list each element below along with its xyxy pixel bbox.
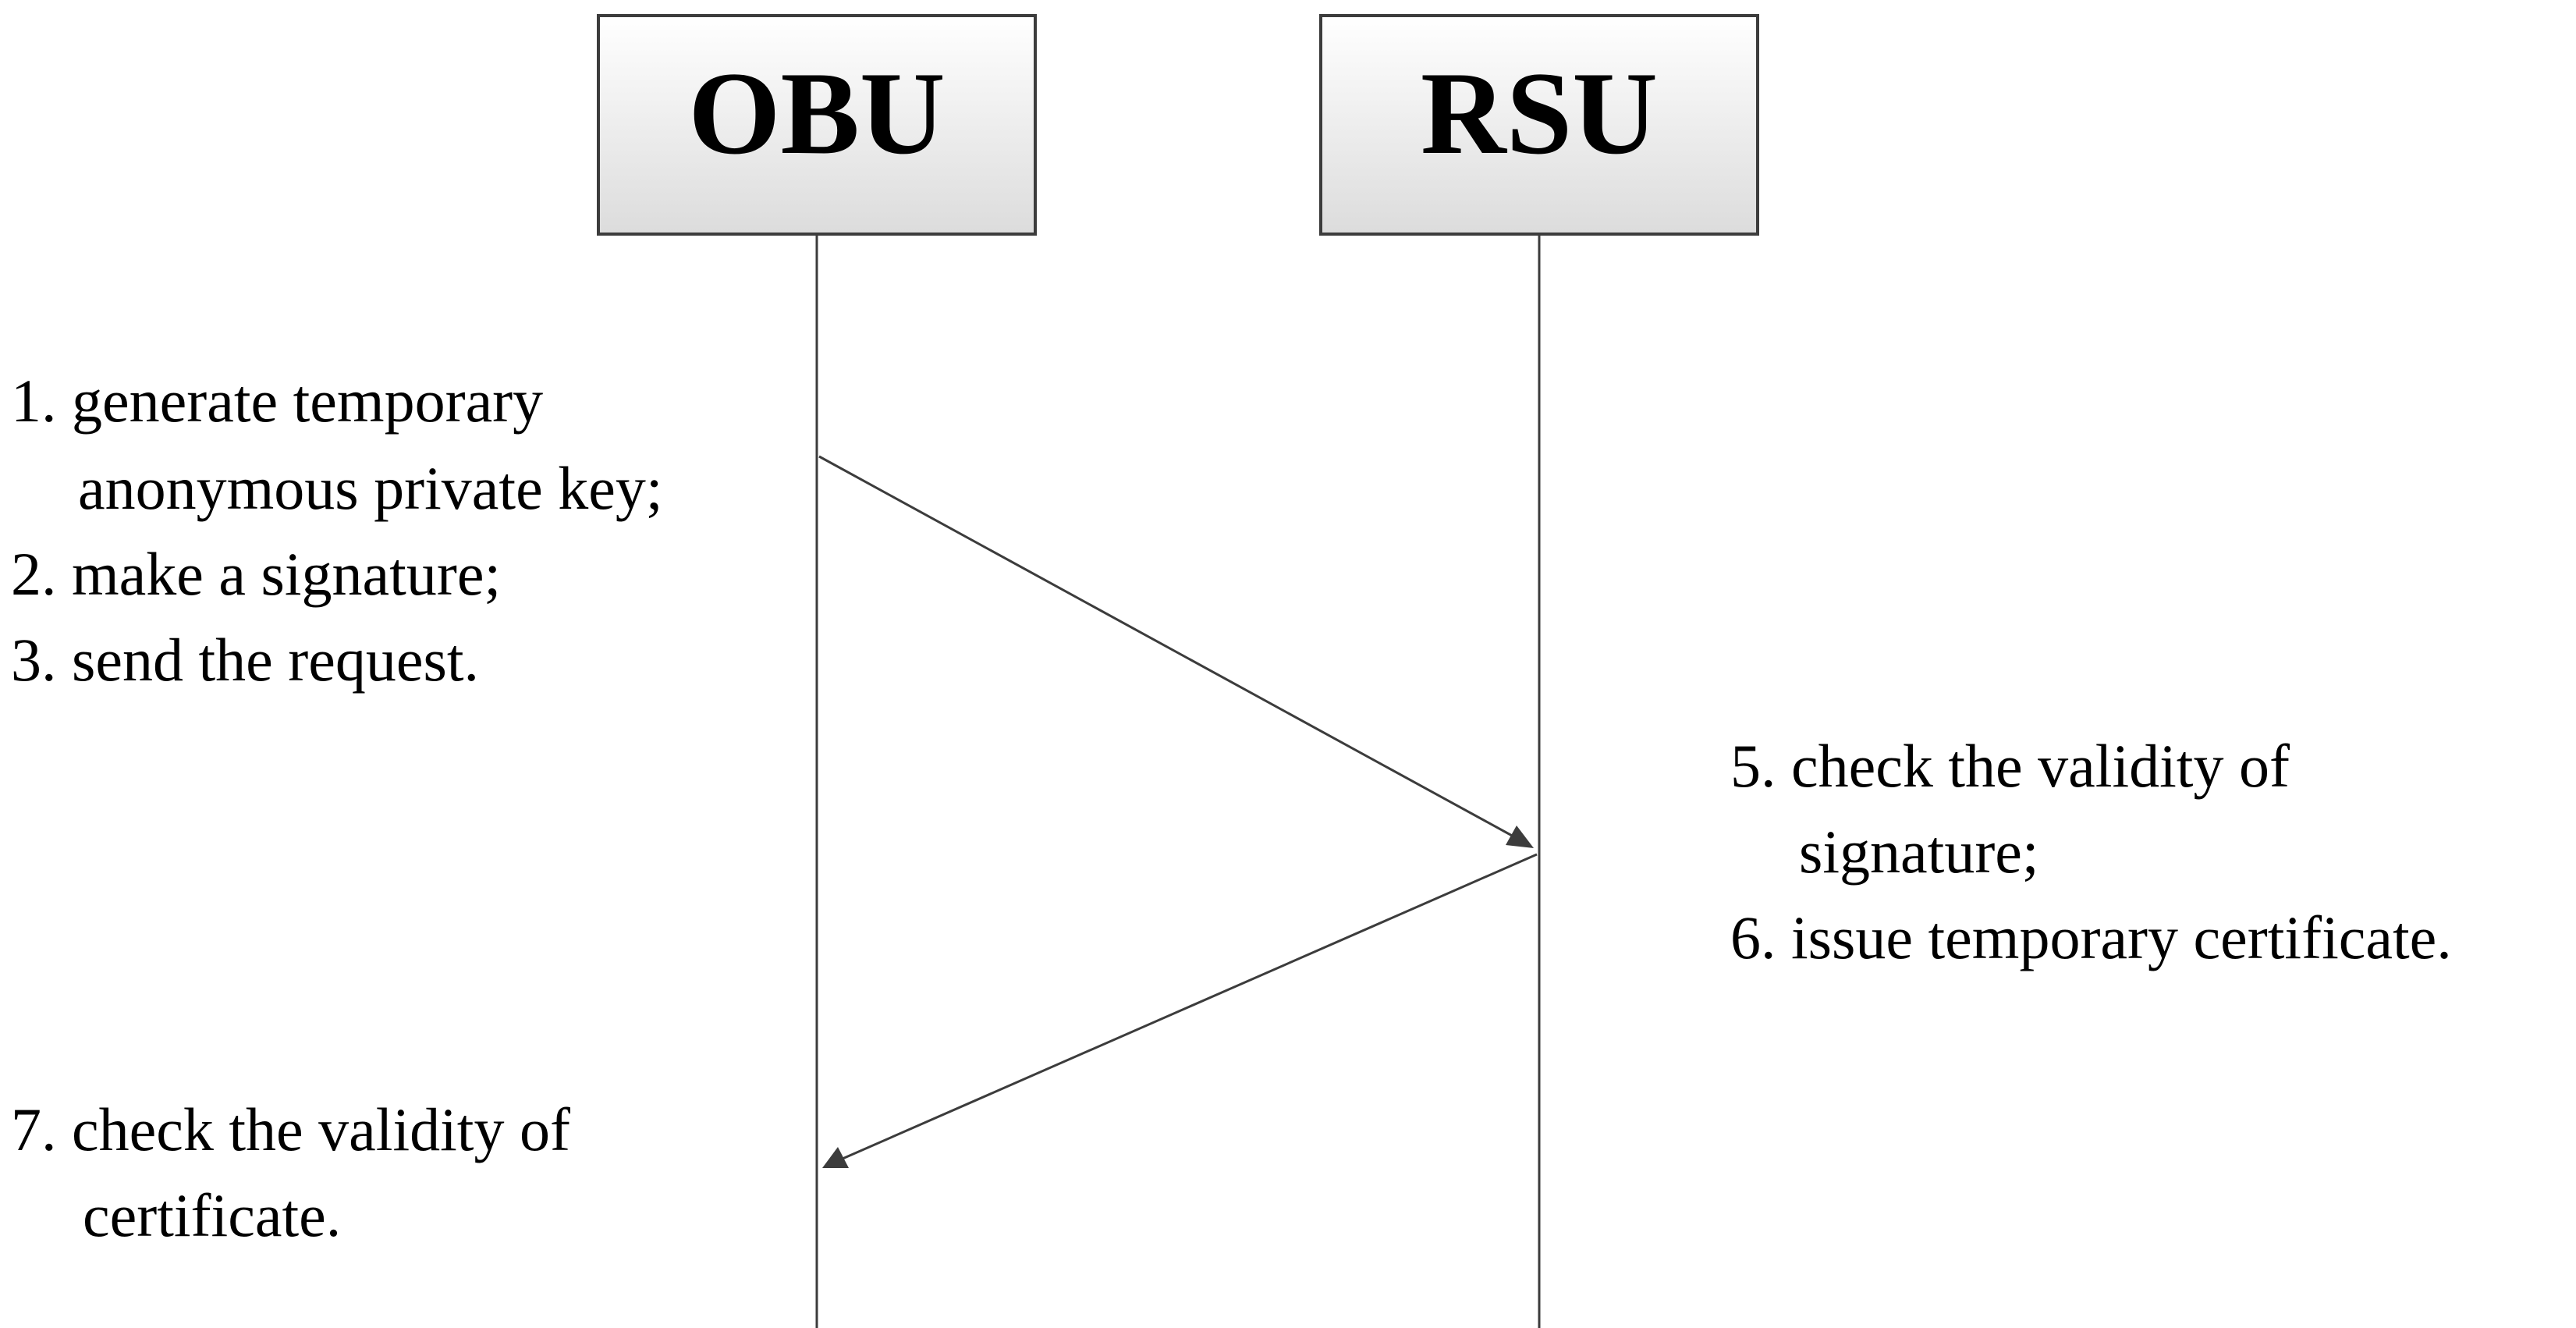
actor-obu-box	[597, 14, 1037, 236]
note-obu-check: 7. check the validity of certificate.	[11, 1095, 570, 1249]
note-line: 2. make a signature;	[11, 540, 501, 608]
note-line: 7. check the validity of	[11, 1095, 570, 1163]
actor-rsu-label: RSU	[1421, 48, 1658, 179]
note-line: 3. send the request.	[11, 626, 479, 694]
note-line: anonymous private key;	[78, 454, 663, 522]
actor-rsu-box	[1319, 14, 1759, 236]
actor-obu-label: OBU	[688, 48, 945, 179]
note-rsu-verify: 5. check the validity of signature; 6. i…	[1730, 732, 2452, 971]
message-request-line	[818, 455, 1514, 838]
arrowhead-icon	[822, 1147, 849, 1168]
message-request-arrow	[818, 455, 1534, 848]
actor-rsu: RSU	[1319, 14, 1759, 1328]
arrowhead-icon	[1506, 826, 1534, 848]
note-obu-request: 1. generate temporary anonymous private …	[11, 367, 663, 694]
note-line: 6. issue temporary certificate.	[1730, 904, 2452, 971]
note-line: 1. generate temporary	[11, 367, 543, 435]
message-certificate-arrow	[822, 853, 1538, 1168]
note-line: certificate.	[83, 1181, 341, 1249]
actor-obu: OBU	[597, 14, 1037, 1328]
message-certificate-line	[842, 853, 1538, 1160]
note-line: 5. check the validity of	[1730, 732, 2290, 800]
note-line: signature;	[1799, 818, 2039, 886]
